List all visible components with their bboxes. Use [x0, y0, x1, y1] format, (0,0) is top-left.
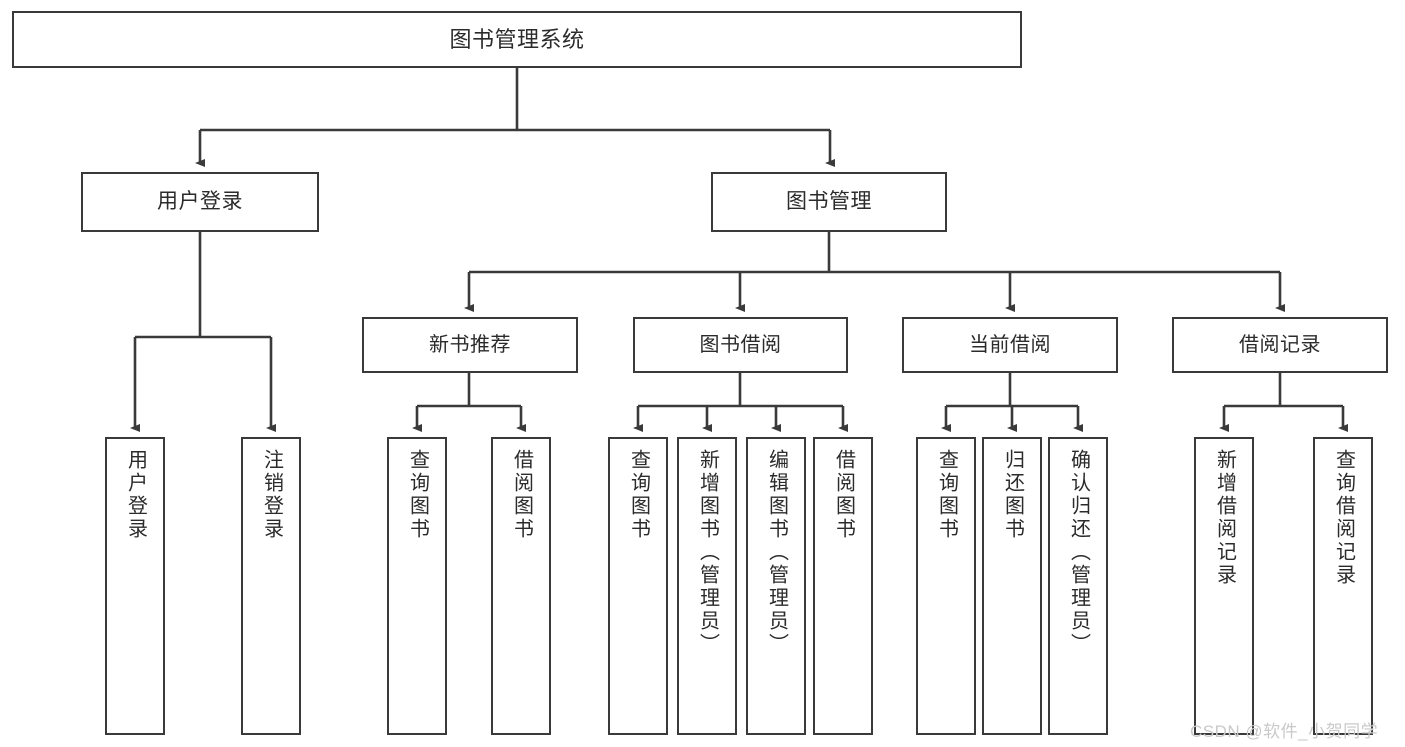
node-book-management[interactable]: 图书管理: [711, 172, 947, 232]
node-label: 借阅图书: [832, 449, 855, 541]
leaf-book-borrow-add-book-admin[interactable]: 新增图书（管理员）: [677, 437, 737, 735]
node-label: 图书管理: [786, 189, 872, 213]
node-label: 图书管理系统: [449, 26, 585, 52]
leaf-user-login-logout[interactable]: 注销登录: [241, 437, 301, 735]
node-label: 新增借阅记录: [1213, 449, 1236, 587]
leaf-book-borrow-borrow-book[interactable]: 借阅图书: [813, 437, 873, 735]
leaf-book-borrow-query-book[interactable]: 查询图书: [608, 437, 668, 735]
node-user-login[interactable]: 用户登录: [81, 172, 319, 232]
node-label: 当前借阅: [969, 333, 1051, 356]
node-label: 注销登录: [260, 449, 283, 541]
node-label: 用户登录: [124, 449, 147, 541]
leaf-new-book-query-book[interactable]: 查询图书: [387, 437, 447, 735]
node-root-book-management-system[interactable]: 图书管理系统: [12, 11, 1022, 68]
leaf-current-borrow-query-book[interactable]: 查询图书: [916, 437, 976, 735]
node-borrow-record[interactable]: 借阅记录: [1172, 317, 1388, 373]
node-label: 归还图书: [1001, 449, 1024, 541]
node-label: 借阅图书: [510, 449, 533, 541]
node-label: 查询借阅记录: [1332, 449, 1355, 587]
node-label: 确认归还（管理员）: [1067, 449, 1090, 656]
leaf-new-book-borrow-book[interactable]: 借阅图书: [491, 437, 551, 735]
node-label: 图书借阅: [699, 333, 782, 356]
node-label: 查询图书: [627, 449, 650, 541]
leaf-current-borrow-return-book[interactable]: 归还图书: [982, 437, 1042, 735]
node-book-borrow[interactable]: 图书借阅: [633, 317, 848, 373]
node-label: 查询图书: [935, 449, 958, 541]
leaf-borrow-record-query-record[interactable]: 查询借阅记录: [1313, 437, 1373, 735]
node-label: 查询图书: [406, 449, 429, 541]
node-label: 借阅记录: [1239, 333, 1321, 356]
node-new-book-recommend[interactable]: 新书推荐: [362, 317, 578, 373]
node-label: 新书推荐: [429, 333, 511, 356]
node-current-borrow[interactable]: 当前借阅: [902, 317, 1118, 373]
node-label: 编辑图书（管理员）: [765, 449, 788, 656]
node-label: 新增图书（管理员）: [696, 449, 719, 656]
leaf-book-borrow-edit-book-admin[interactable]: 编辑图书（管理员）: [746, 437, 806, 735]
watermark: CSDN @软件_小贺同学: [1190, 722, 1379, 741]
leaf-user-login-login[interactable]: 用户登录: [105, 437, 165, 735]
leaf-current-borrow-confirm-return-admin[interactable]: 确认归还（管理员）: [1048, 437, 1108, 735]
node-label: 用户登录: [157, 189, 243, 213]
leaf-borrow-record-add-record[interactable]: 新增借阅记录: [1194, 437, 1254, 735]
